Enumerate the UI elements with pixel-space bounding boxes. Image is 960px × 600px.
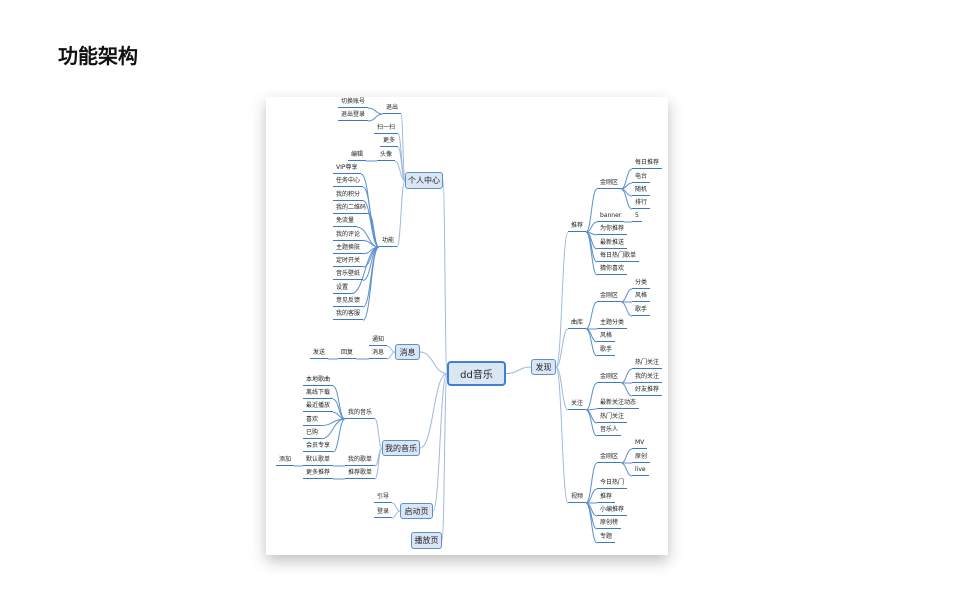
leaf-node[interactable]: banner — [597, 212, 625, 222]
leaf-node[interactable]: 我的关注 — [632, 373, 663, 383]
leaf-node[interactable]: VIP尊享 — [333, 164, 361, 174]
leaf-node[interactable]: 意见反馈 — [333, 297, 364, 307]
leaf-node[interactable]: 最新关注动态 — [597, 399, 640, 409]
leaf-node[interactable]: MV — [632, 439, 648, 449]
leaf-node[interactable]: 推荐 — [597, 493, 616, 503]
leaf-node[interactable]: 为你推荐 — [597, 225, 628, 235]
leaf-node[interactable]: 关注 — [568, 400, 587, 410]
branch-node[interactable]: 播放页 — [411, 532, 442, 549]
leaf-node[interactable]: 功能 — [379, 237, 398, 247]
branch-node[interactable]: 启动页 — [400, 503, 433, 519]
branch-node[interactable]: 个人中心 — [405, 172, 443, 189]
leaf-node[interactable]: 我的客服 — [333, 310, 364, 321]
leaf-node[interactable]: 分类 — [632, 279, 651, 289]
leaf-node[interactable]: 电台 — [632, 173, 651, 183]
leaf-node[interactable]: 我的二维码 — [333, 204, 370, 214]
leaf-node[interactable]: 金刚区 — [597, 453, 622, 463]
leaf-node[interactable]: 金刚区 — [597, 179, 622, 189]
leaf-node[interactable]: live — [632, 466, 649, 476]
leaf-node[interactable]: 任务中心 — [333, 177, 364, 188]
leaf-node[interactable]: 登录 — [374, 508, 393, 518]
leaf-node[interactable]: 消息 — [369, 349, 388, 359]
branch-node[interactable]: 消息 — [395, 344, 420, 360]
leaf-node[interactable]: 曲库 — [568, 319, 587, 329]
leaf-node[interactable]: 歌手 — [632, 306, 651, 316]
leaf-node[interactable]: 小编推荐 — [597, 506, 628, 516]
leaf-node[interactable]: 添加 — [276, 456, 295, 466]
leaf-node[interactable]: 通知 — [369, 336, 388, 346]
leaf-node[interactable]: 歌手 — [597, 346, 616, 356]
leaf-node[interactable]: 扫一扫 — [374, 124, 399, 134]
leaf-node[interactable]: 退出登录 — [338, 111, 369, 121]
leaf-node[interactable]: 回复 — [338, 349, 357, 359]
leaf-node[interactable]: 离线下载 — [303, 389, 334, 400]
leaf-node[interactable]: 金刚区 — [597, 292, 622, 302]
leaf-node[interactable]: 推荐歌单 — [345, 469, 376, 479]
leaf-node[interactable]: 每日推荐 — [632, 159, 663, 169]
leaf-node[interactable]: 最近播放 — [303, 402, 334, 413]
leaf-node[interactable]: 每日热门歌单 — [597, 252, 640, 262]
branch-node[interactable]: 我的音乐 — [382, 440, 420, 456]
leaf-node[interactable]: 已购 — [303, 429, 322, 439]
leaf-node[interactable]: 原创榜 — [597, 519, 622, 529]
leaf-node[interactable]: 热门关注 — [597, 413, 628, 423]
root-node[interactable]: dd音乐 — [447, 361, 506, 386]
leaf-node[interactable]: 退出 — [383, 104, 402, 114]
leaf-node[interactable]: 发送 — [310, 349, 329, 359]
page-title: 功能架构 — [58, 44, 138, 68]
leaf-node[interactable]: 推荐 — [568, 222, 587, 232]
branch-node[interactable]: 发现 — [531, 359, 556, 375]
leaf-node[interactable]: 会员专享 — [303, 442, 334, 452]
leaf-node[interactable]: 默认歌单 — [303, 456, 334, 466]
leaf-node[interactable]: 今日热门 — [597, 479, 628, 489]
leaf-node[interactable]: 排行 — [632, 199, 651, 209]
leaf-node[interactable]: 金刚区 — [597, 373, 622, 383]
leaf-node[interactable]: 头像 — [377, 151, 396, 161]
leaf-node[interactable]: 我的音乐 — [345, 409, 376, 419]
leaf-node[interactable]: 猜你喜欢 — [597, 265, 628, 275]
leaf-node[interactable]: 我的积分 — [333, 191, 364, 201]
leaf-node[interactable]: 编辑 — [348, 151, 367, 161]
leaf-node[interactable]: 引导 — [374, 493, 393, 503]
leaf-node[interactable]: 定时开关 — [333, 257, 364, 268]
leaf-node[interactable]: 更多推荐 — [303, 469, 334, 479]
leaf-node[interactable]: 切换账号 — [338, 98, 369, 108]
leaf-node[interactable]: 音乐壁纸 — [333, 270, 364, 281]
leaf-node[interactable]: 我的歌单 — [345, 456, 376, 466]
leaf-node[interactable]: 设置 — [333, 284, 352, 294]
leaf-node[interactable]: 随机 — [632, 186, 651, 196]
leaf-node[interactable]: 视频 — [568, 493, 587, 503]
leaf-node[interactable]: 5 — [632, 212, 642, 222]
leaf-node[interactable]: 本地歌曲 — [303, 376, 334, 386]
leaf-node[interactable]: 专题 — [597, 533, 616, 543]
leaf-node[interactable]: 最新推送 — [597, 239, 628, 249]
leaf-node[interactable]: 风格 — [632, 292, 651, 302]
leaf-node[interactable]: 主题分类 — [597, 319, 628, 329]
leaf-node[interactable]: 好友推荐 — [632, 386, 663, 396]
leaf-node[interactable]: 音乐人 — [597, 426, 622, 436]
leaf-node[interactable]: 喜欢 — [303, 416, 322, 426]
leaf-node[interactable]: 免流量 — [333, 217, 358, 228]
leaf-node[interactable]: 主题换肤 — [333, 244, 364, 254]
leaf-node[interactable]: 热门关注 — [632, 359, 663, 369]
leaf-node[interactable]: 风格 — [597, 332, 616, 342]
leaf-node[interactable]: 原创 — [632, 453, 651, 463]
leaf-node[interactable]: 我的评论 — [333, 231, 364, 241]
leaf-node[interactable]: 更多 — [380, 137, 399, 147]
